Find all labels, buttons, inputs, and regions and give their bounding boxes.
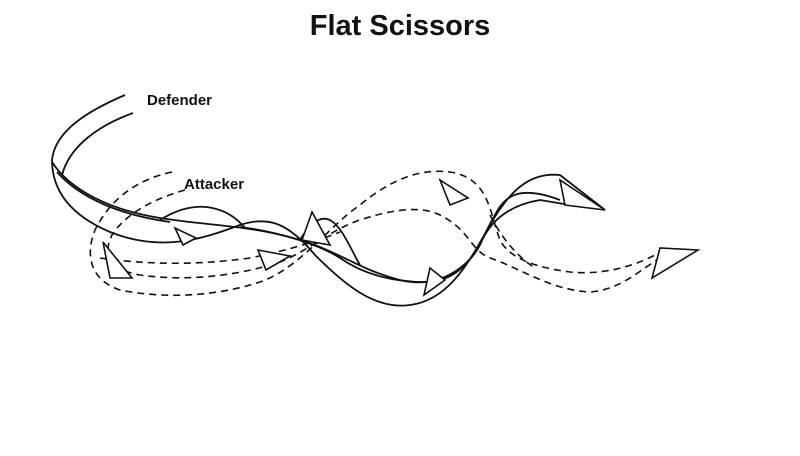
aircraft-icon xyxy=(102,241,134,279)
defender-flight-path xyxy=(51,94,606,307)
aircraft-icon xyxy=(438,177,470,207)
aircraft-icons xyxy=(102,177,701,297)
aircraft-icon xyxy=(422,266,447,297)
aircraft-icon xyxy=(173,226,198,247)
diagram-title: Flat Scissors xyxy=(309,10,491,42)
aircraft-icon xyxy=(650,247,701,280)
aircraft-icon xyxy=(300,210,332,247)
aircraft-icon xyxy=(558,178,606,211)
defender-label: Defender xyxy=(147,92,213,109)
attacker-label: Attacker xyxy=(184,176,245,193)
aircraft-icon xyxy=(256,248,293,272)
